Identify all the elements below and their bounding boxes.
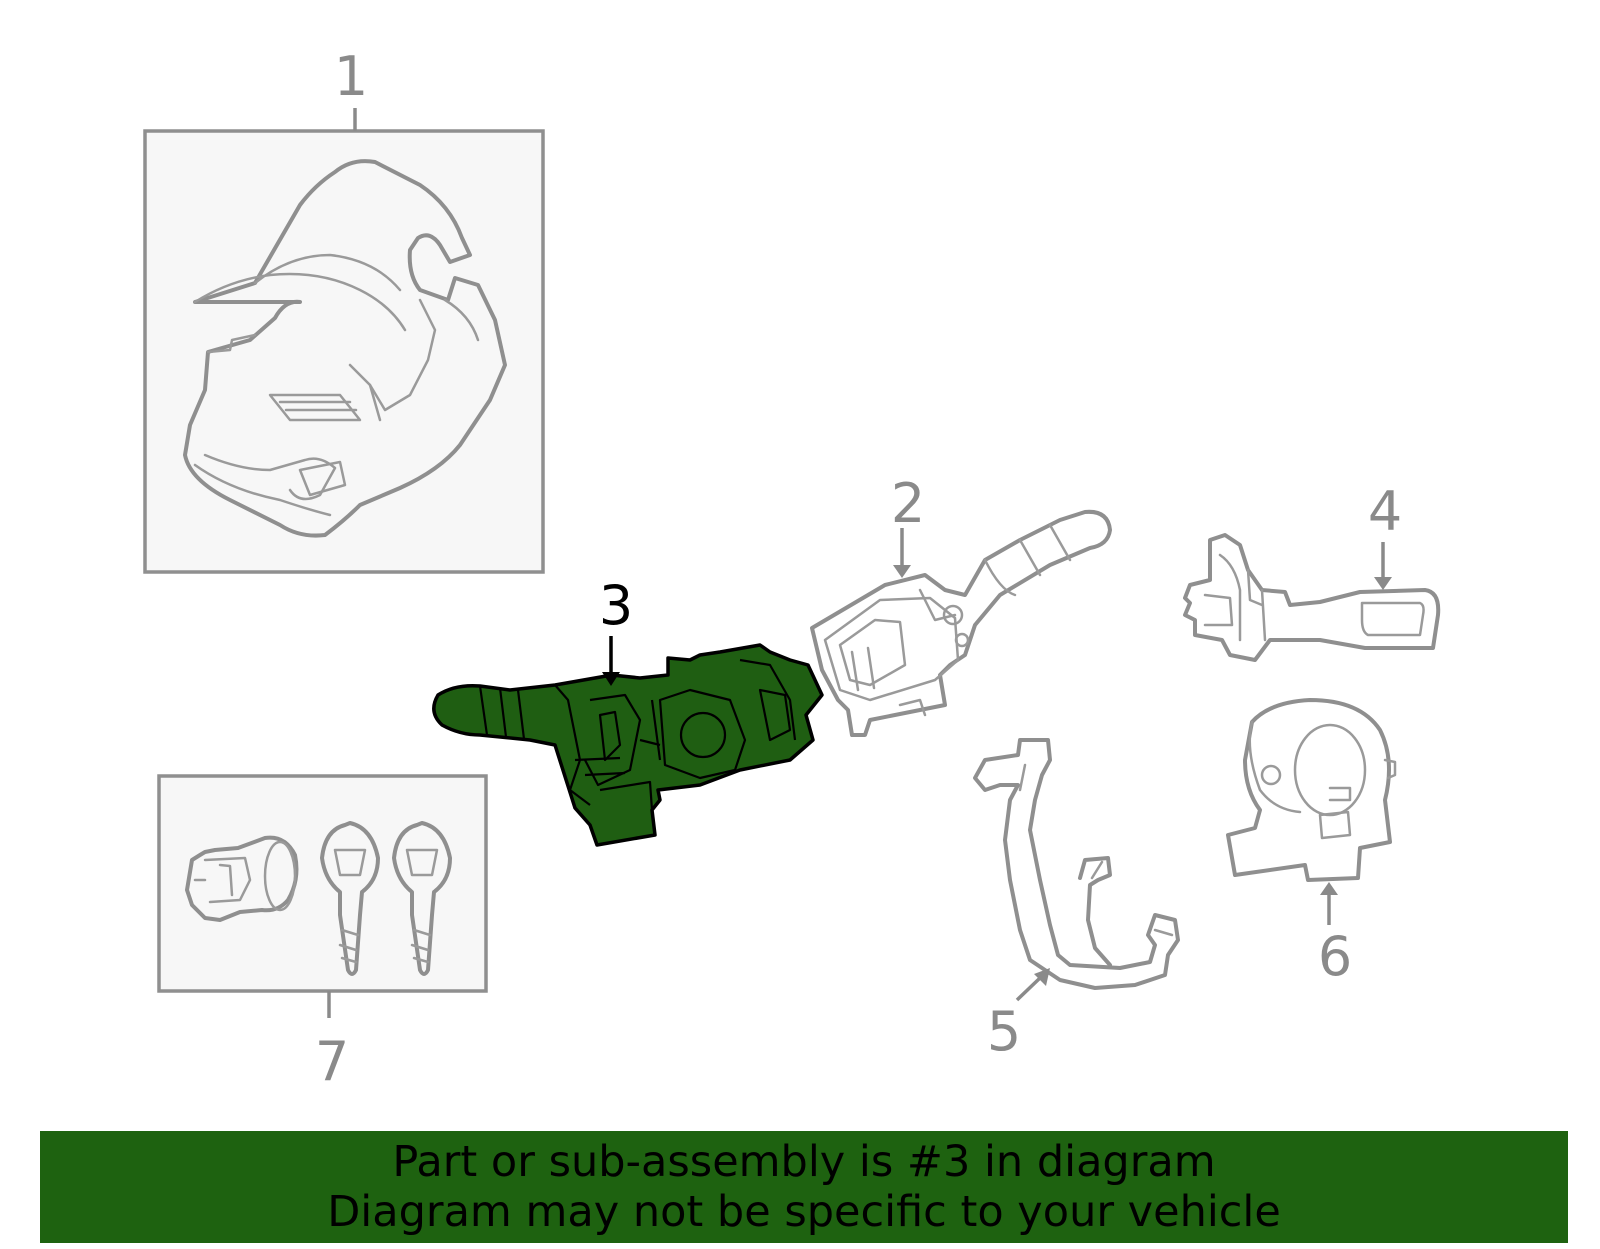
arrowhead-5 [1034,968,1050,986]
part-7-frame [157,774,488,993]
leader-5 [1015,976,1042,1002]
arrowhead-6 [1320,882,1338,895]
part-7-lock-cylinder-keys[interactable]: 7 [157,774,488,1093]
arrowhead-2 [893,565,911,578]
parts-diagram: 1 2 3 [143,45,1441,1093]
callout-4: 4 [1368,480,1402,543]
part-5-wiring-harness[interactable]: 5 [973,738,1180,1063]
callout-6: 6 [1318,925,1352,988]
part-1-column-cover[interactable]: 1 [143,45,545,574]
part-3-combination-switch[interactable]: 3 [432,574,824,847]
callout-7: 7 [315,1030,349,1093]
part-4-turn-signal-switch[interactable]: 4 [1183,480,1441,662]
callout-3: 3 [599,574,633,637]
banner-line-part: Part or sub-assembly is #3 in diagram [392,1137,1216,1187]
banner-line-disclaimer: Diagram may not be specific to your vehi… [327,1187,1281,1237]
part-2-wiper-switch[interactable]: 2 [810,472,1112,737]
part-1-frame [143,129,545,574]
callout-1: 1 [334,45,368,108]
part-6-clock-spring[interactable]: 6 [1226,698,1397,988]
callout-2: 2 [891,472,925,535]
callout-5: 5 [987,1000,1021,1063]
arrowhead-4 [1374,577,1392,590]
info-banner: Part or sub-assembly is #3 in diagram Di… [40,1131,1568,1243]
arrowhead-3 [602,672,620,686]
